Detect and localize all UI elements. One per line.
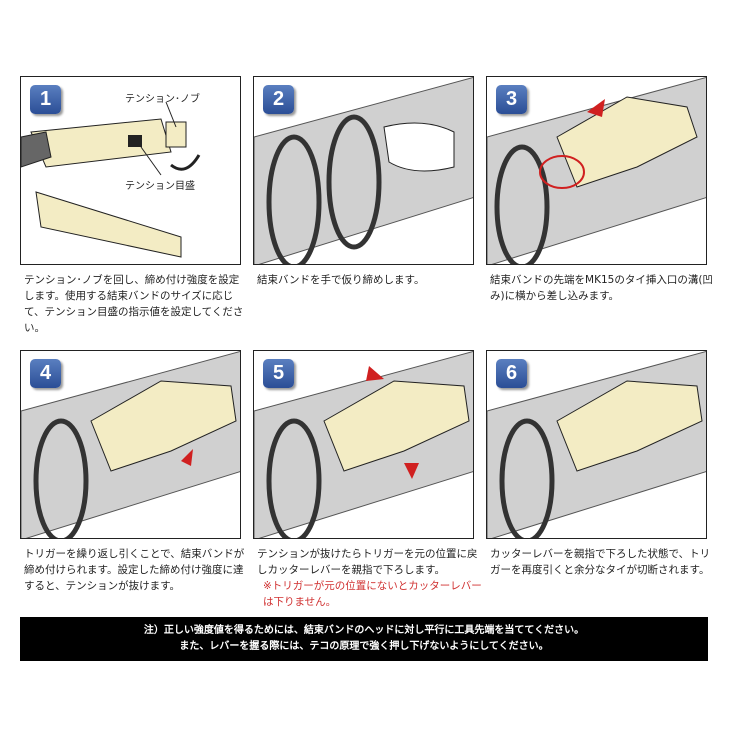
tension-tool-illustration [21, 101, 201, 258]
step-number-badge: 2 [263, 85, 294, 114]
step-1-caption: テンション･ノブを回し、締め付け強度を設定します。使用する結束バンドのサイズに応… [24, 274, 244, 334]
step-number-badge: 3 [496, 85, 527, 114]
step-3-caption: 結束バンドの先端をMK15のタイ挿入口の溝(凹み)に横から差し込みます。 [490, 274, 713, 302]
step-number-badge: 5 [263, 359, 294, 388]
cut-tie-illustration [487, 351, 706, 538]
step-number-badge: 1 [30, 85, 61, 114]
step-2-caption: 結束バンドを手で仮り締めします。 [257, 274, 425, 286]
caution-note: 注）正しい強度値を得るためには、結束バンドのヘッドに対し平行に工具先端を当ててく… [20, 617, 708, 661]
step-6-caption: カッターレバーを親指で下ろした状態で、トリガーを再度引くと余分なタイが切断されま… [490, 548, 711, 576]
trigger-pull-illustration [21, 351, 240, 538]
step-5-warning: ※トリガーが元の位置にないとカッターレバーは下りません。 [263, 580, 482, 608]
step-5-illustration: 5 [253, 350, 474, 539]
note-line-1: 注）正しい強度値を得るためには、結束バンドのヘッドに対し平行に工具先端を当ててく… [143, 625, 585, 636]
step-3-illustration: 3 [486, 76, 707, 265]
step-number-badge: 4 [30, 359, 61, 388]
step-6-illustration: 6 [486, 350, 707, 539]
step-4-caption: トリガーを繰り返し引くことで、結束バンドが締め付けられます。設定した締め付け強度… [24, 548, 245, 592]
step-1-illustration: 1 テンション･ノブ テンション目盛 [20, 76, 241, 265]
pipe-band-illustration [254, 77, 473, 264]
step-5-caption: テンションが抜けたらトリガーを元の位置に戻しカッターレバーを親指で下ろします。 [257, 548, 478, 576]
step-5-block: テンションが抜けたらトリガーを元の位置に戻しカッターレバーを親指で下ろします。 … [257, 546, 482, 610]
tension-scale-label: テンション目盛 [125, 181, 195, 192]
tension-knob-label: テンション･ノブ [125, 94, 200, 105]
step-4-illustration: 4 [20, 350, 241, 539]
step-2-illustration: 2 [253, 76, 474, 265]
cutter-lever-illustration [254, 351, 473, 538]
step-number-badge: 6 [496, 359, 527, 388]
note-line-2: また、レバーを握る際には、テコの原理で強く押し下げないようにしてください。 [179, 641, 549, 652]
pipe-tool-insert-illustration [487, 77, 706, 264]
